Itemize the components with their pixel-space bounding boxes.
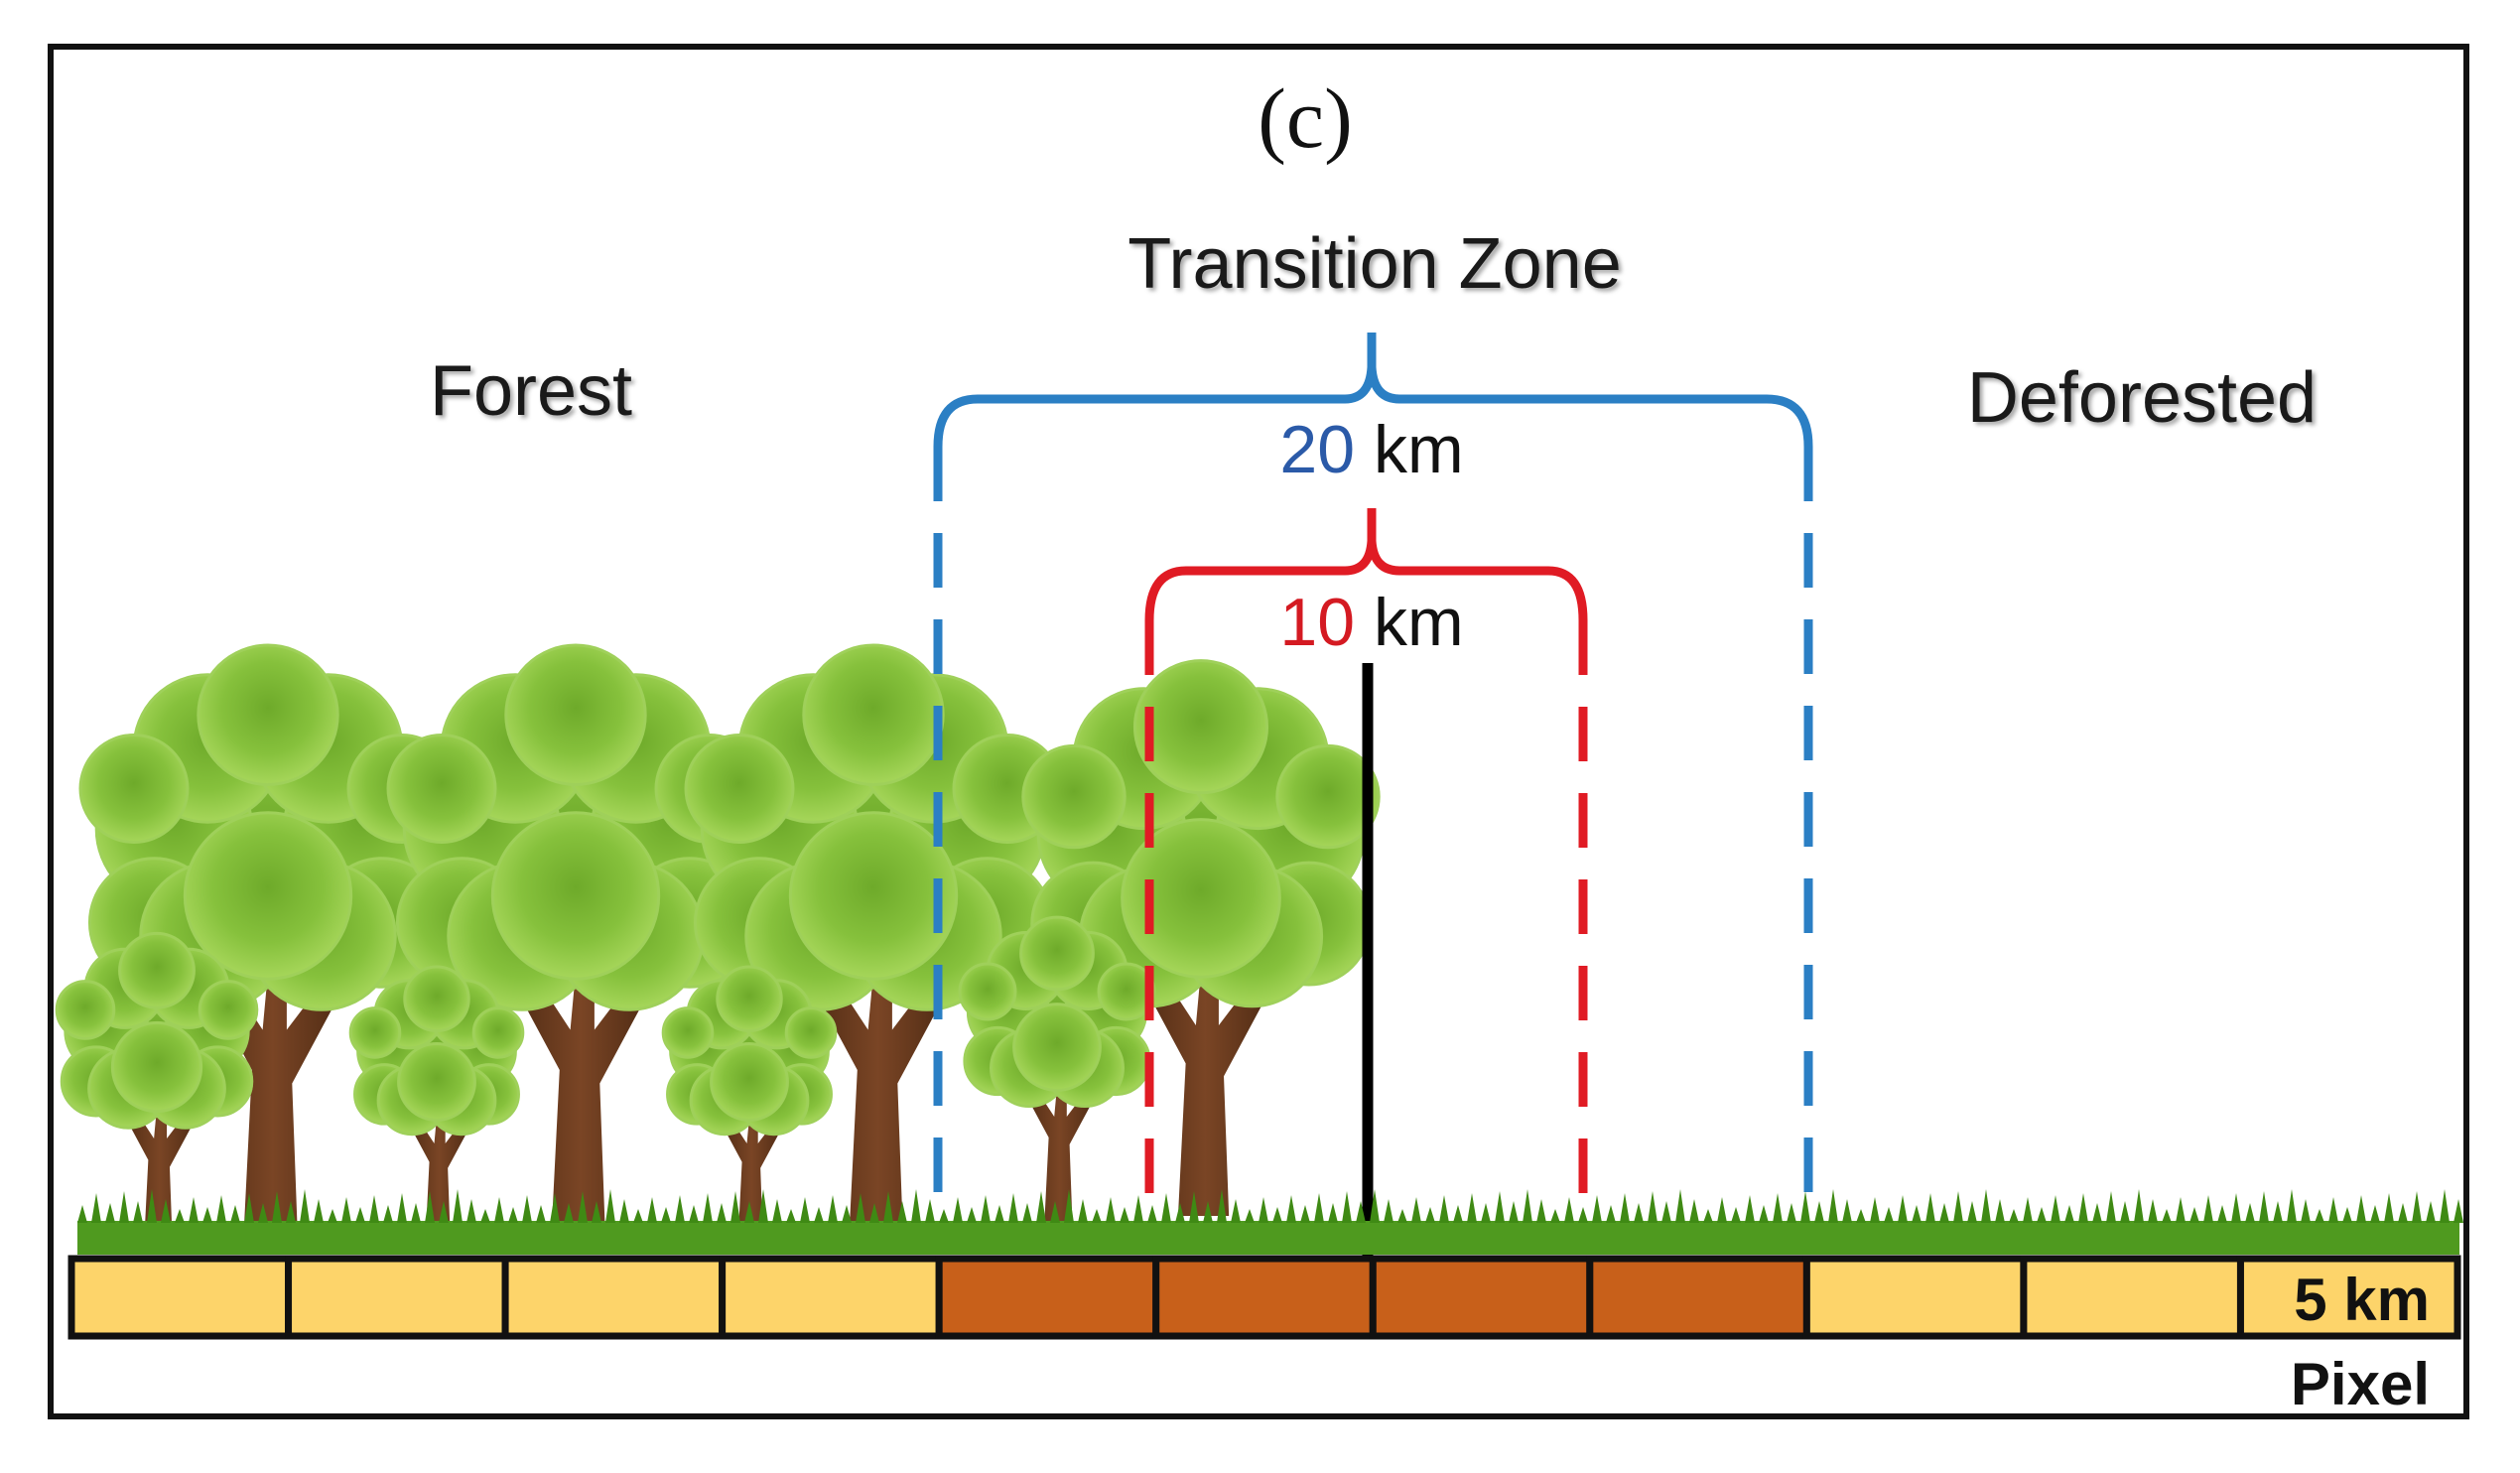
pixel-cell-deforested <box>2236 1255 2461 1340</box>
pixel-cell-deforested <box>2020 1255 2244 1340</box>
outer-bracket-unit: km <box>1355 412 1464 487</box>
pixel-scale-label: 5 km <box>2294 1267 2430 1333</box>
tree-small-1 <box>55 931 259 1246</box>
grass-strip <box>77 1189 2463 1255</box>
inner-bracket-label: 10 km <box>1279 585 1463 660</box>
outer-bracket <box>933 333 1813 1253</box>
pixel-cell-forest <box>501 1255 727 1340</box>
deforested-label: Deforested <box>1967 358 2317 438</box>
pixel-cell-forest <box>285 1255 509 1340</box>
transition-zone-label: Transition Zone <box>1127 224 1622 304</box>
pixel-cell-transition <box>935 1255 1160 1340</box>
inner-bracket-number: 10 <box>1279 585 1355 660</box>
pixel-cell-transition <box>1152 1255 1377 1340</box>
inner-bracket <box>1144 508 1588 1253</box>
outer-bracket-label: 20 km <box>1279 412 1463 487</box>
pixel-cell-deforested <box>1802 1255 2028 1340</box>
outer-bracket-number: 20 <box>1279 412 1355 487</box>
tree-small-4 <box>958 915 1156 1221</box>
tree-small-2 <box>348 965 525 1236</box>
pixel-strip <box>67 1255 2461 1340</box>
forest-label: Forest <box>430 351 632 431</box>
pixel-cell-transition <box>1369 1255 1594 1340</box>
pixel-cell-transition <box>1586 1255 1810 1340</box>
pixel-caption: Pixel <box>2291 1351 2430 1417</box>
pixel-cell-forest <box>67 1255 293 1340</box>
tree-small-3 <box>661 965 838 1236</box>
pixel-cell-forest <box>719 1255 943 1340</box>
inner-bracket-unit: km <box>1355 585 1464 660</box>
tree-large-3 <box>684 643 1063 1231</box>
panel-label: (c) <box>1258 70 1352 166</box>
forest-trees <box>55 643 1381 1246</box>
